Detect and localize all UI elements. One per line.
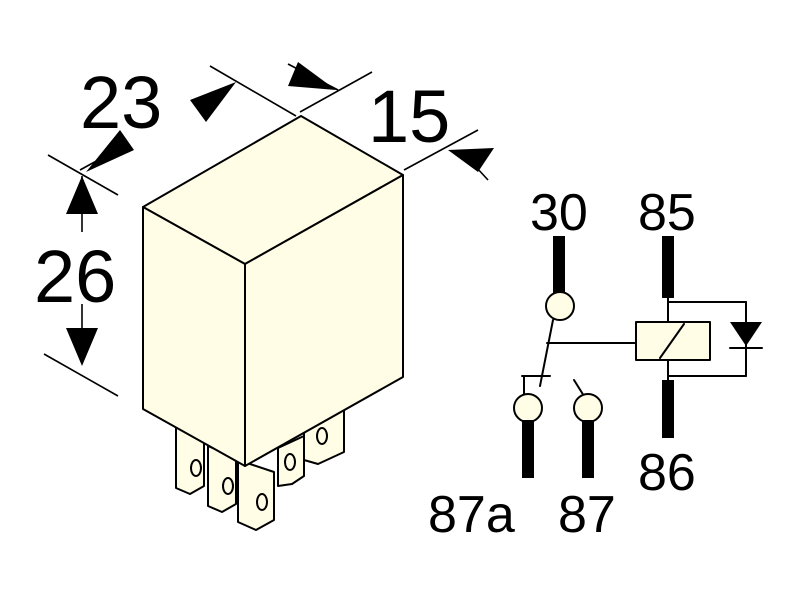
extension-line [209,65,297,117]
terminal-label-87a: 87a [428,486,515,544]
arrow-head [448,148,494,172]
terminal-30-lead [553,236,565,294]
arrow-head [86,130,134,172]
pin-hole [222,477,234,495]
pin-hole [284,453,296,471]
terminal-label-86: 86 [638,444,696,502]
arrow-head [66,328,98,366]
dimension-26: 26 [34,176,119,397]
terminal-87a-lead [522,420,534,478]
pin [237,459,275,531]
no-contact-lead [573,379,585,397]
dimension-label-15: 15 [368,75,450,158]
terminal-85-lead [662,236,674,298]
extension-line [43,353,119,397]
coil-diagonal [659,323,685,359]
terminal-87-lead [582,420,594,478]
arrow-head [288,62,336,90]
coil-symbol [635,321,711,361]
terminal-label-30: 30 [530,184,588,242]
dimension-label-26: 26 [34,235,116,318]
relay-housing [142,115,404,531]
pin-hole [316,427,328,445]
arrow-head [190,82,236,122]
arrow-head [66,176,98,214]
pin-hole [190,459,202,477]
diode-icon [730,322,762,346]
terminal-30-contact [545,291,575,321]
terminal-86-lead [662,380,674,438]
terminal-87a-contact [513,393,543,423]
pin-hole [256,493,268,511]
extension-line [299,71,373,113]
extension-line [403,129,479,171]
dimension-23: 23 [47,61,297,196]
terminal-label-85: 85 [638,184,696,242]
pin [277,435,305,487]
terminal-label-87: 87 [558,486,616,544]
terminal-87-contact [573,393,603,423]
dimension-label-23: 23 [80,61,162,144]
dimension-15: 15 [287,62,494,181]
relay-schematic: 30 85 86 87a 87 [428,184,763,544]
extension-line [47,154,119,196]
housing-right-face [244,174,404,467]
